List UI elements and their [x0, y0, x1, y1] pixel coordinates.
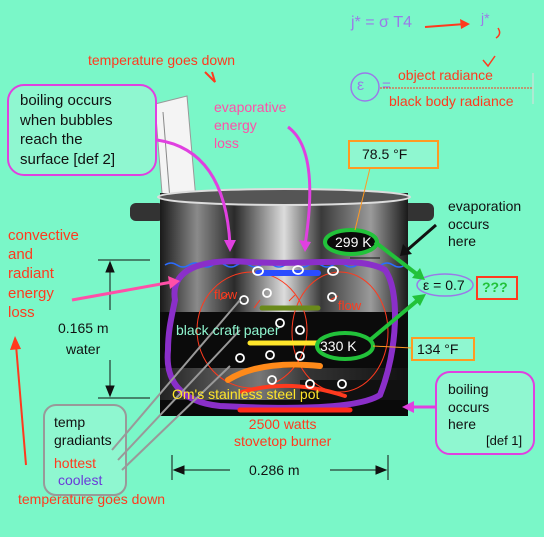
convection-loop-right	[291, 271, 389, 393]
unknown-label: ???	[482, 279, 508, 295]
epsilon-oval	[350, 72, 380, 102]
height-value: 0.165 m	[58, 320, 109, 336]
arrows	[10, 19, 534, 471]
unknown-box	[476, 276, 518, 300]
temp-f-bottom: 134 °F	[417, 341, 459, 357]
callout-boiling-top	[7, 84, 157, 176]
width-value: 0.286 m	[249, 462, 300, 478]
black-paper-label: black craft paper	[176, 322, 280, 338]
pot-handle-right	[402, 203, 434, 221]
epsilon-symbol: ε	[357, 77, 365, 94]
emissivity-oval	[416, 273, 474, 297]
temp-k-top: 299 K	[335, 234, 372, 250]
temp-down-top-label: temperature goes down	[88, 52, 236, 68]
bubbles	[235, 265, 347, 389]
flow-right-label: flow	[338, 298, 362, 313]
pot-label: Om's stainless steel pot	[172, 386, 320, 402]
pot-rim	[157, 188, 411, 206]
temp-f-top-box	[348, 140, 439, 169]
temp-k-bottom: 330 K	[320, 338, 357, 354]
coolest-label: coolest	[58, 472, 103, 488]
width-dimension	[171, 455, 389, 480]
temp-f-top: 78.5 °F	[362, 146, 408, 162]
denominator-label: black body radiance	[389, 93, 514, 109]
stefan-boltzmann-equation: j* = σ T4	[351, 14, 413, 31]
equation-equals: =	[382, 77, 391, 94]
flow-left-label: flow	[214, 287, 238, 302]
hottest-label: hottest	[54, 455, 97, 471]
temp-down-bottom-label: temperature goes down	[18, 491, 166, 507]
pot-handle-left	[130, 203, 164, 221]
height-label: water	[66, 341, 101, 357]
callout-temp-gradients	[43, 404, 127, 496]
callout-boiling-bottom	[435, 371, 535, 455]
purple-region-outline	[164, 258, 398, 411]
j-star-label: j*	[481, 10, 490, 26]
boiling-bottom-def: [def 1]	[486, 433, 523, 448]
gradient-bar-orange	[225, 361, 323, 383]
height-dimension	[98, 259, 150, 399]
emissivity-label: ε = 0.7	[423, 277, 465, 293]
numerator-label: object radiance	[398, 67, 493, 83]
temp-f-bottom-box	[411, 337, 475, 361]
